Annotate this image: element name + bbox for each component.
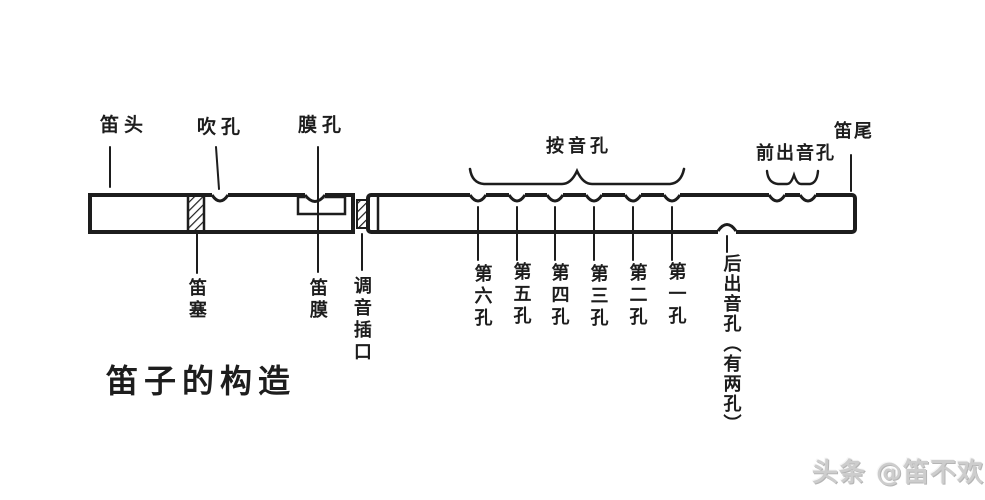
label-tuning-socket: 调音插口: [350, 276, 372, 364]
label-flute-plug: 笛塞: [185, 278, 207, 322]
membrane-hole-shape: [303, 191, 327, 203]
label-membrane-hole: 膜孔: [298, 114, 347, 136]
label-flute-tail: 笛尾: [834, 121, 874, 142]
finger-holes-shapes: [468, 191, 682, 203]
label-flute-head: 笛头: [100, 114, 149, 136]
label-front-sound-holes: 前出音孔: [756, 143, 836, 164]
label-hole-4: 第四孔: [548, 263, 570, 329]
tuning-socket-tenon: [356, 199, 369, 229]
label-back-sound-hole: 后出音孔（有两孔）: [720, 254, 742, 434]
flute-plug-shape: [186, 193, 206, 234]
label-hole-3: 第三孔: [587, 264, 609, 330]
label-blow-hole: 吹孔: [197, 116, 246, 138]
label-finger-holes-group: 按音孔: [546, 136, 612, 157]
front-sound-holes-shapes: [767, 191, 818, 203]
label-hole-1: 第一孔: [665, 262, 687, 328]
back-sound-hole-shape: [716, 223, 738, 235]
label-flute-membrane: 笛膜: [306, 278, 328, 322]
label-hole-5: 第五孔: [510, 262, 532, 328]
finger-holes-brace: [468, 167, 686, 186]
leader-lines: [109, 146, 852, 274]
label-hole-2: 第二孔: [626, 263, 648, 329]
watermark: 头条 @笛不欢: [812, 458, 985, 488]
label-hole-6: 第六孔: [471, 264, 493, 330]
blow-hole-shape: [210, 191, 230, 203]
diagram-title: 笛子的构造: [106, 362, 297, 400]
front-sound-holes-brace: [765, 169, 820, 186]
